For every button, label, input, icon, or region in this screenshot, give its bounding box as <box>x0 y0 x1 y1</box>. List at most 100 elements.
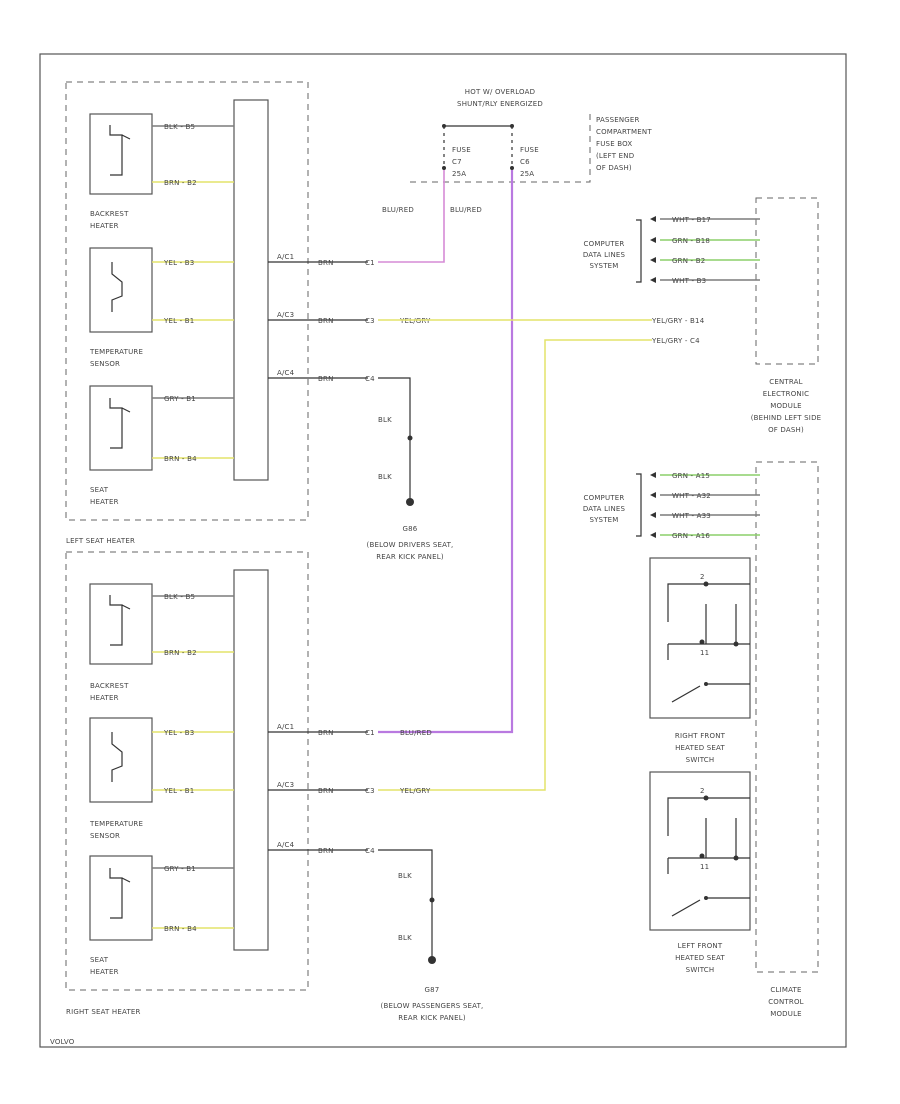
right-conn3-pins: A/C4 <box>277 841 295 849</box>
right-seat-heater-element-icon <box>109 868 131 919</box>
left-backrest-heater-element-icon <box>109 125 131 176</box>
right-seat-pin1: GRY - B1 <box>164 865 196 873</box>
cem-pin2-arrow-icon <box>650 237 656 243</box>
cem-pin1: WHT - B17 <box>672 216 711 224</box>
ccm-pin3-arrow-icon <box>650 512 656 518</box>
left-seat-heater-box <box>89 385 153 471</box>
cem-pin3: GRN - B2 <box>672 257 705 265</box>
left-temp-label1: TEMPERATURE <box>89 348 143 356</box>
left-seat-label1: SEAT <box>90 486 109 494</box>
cem-label-1: CENTRAL <box>769 378 803 386</box>
right-seat-boundary <box>65 551 309 991</box>
ground-g86-splice-icon <box>407 435 413 441</box>
left-switch-term-2-icon <box>703 795 709 801</box>
ground-g87-loc2: REAR KICK PANEL) <box>398 1014 466 1022</box>
ccm-data-label-3: SYSTEM <box>589 516 618 524</box>
left-seat-boundary <box>65 81 309 521</box>
left-backrest-pin1: BLK - B5 <box>164 123 195 131</box>
fuse-c6-top-icon <box>510 124 514 128</box>
left-conn3-term: C4 <box>365 375 375 383</box>
ground-g86-id: G86 <box>403 525 418 533</box>
cem-label-5: OF DASH) <box>768 426 804 434</box>
left-conn1-color: BRN <box>318 259 334 267</box>
cem-data-label-2: DATA LINES <box>583 251 626 259</box>
fuse-c7-number: C7 <box>452 158 462 166</box>
ground-g86-wire <box>378 377 411 500</box>
left-seat-heater-element-icon <box>109 398 131 449</box>
right-switch-label-3: SWITCH <box>686 756 715 764</box>
right-conn3-term: C4 <box>365 847 375 855</box>
ccm-label-1: CLIMATE <box>770 986 801 994</box>
ground-g86-wire2: BLK <box>378 473 392 481</box>
right-switch-term-2-icon <box>703 581 709 587</box>
left-switch-contact-dot-icon <box>704 896 708 900</box>
right-temp-sensor-thermistor-icon <box>111 732 123 782</box>
ccm-pin-rows: GRN - A15 WHT - A32 WHT - A33 GRN - A16 <box>650 472 760 540</box>
ccm-data-label-2: DATA LINES <box>583 505 626 513</box>
cem-pin1-arrow-icon <box>650 216 656 222</box>
cem-pin-yel2: YEL/GRY - C4 <box>651 337 700 345</box>
ccm-pin1-arrow-icon <box>650 472 656 478</box>
cem-label-2: ELECTRONIC <box>763 390 809 398</box>
cem-data-label-3: SYSTEM <box>589 262 618 270</box>
ground-g86-wire1: BLK <box>378 416 392 424</box>
left-switch-contact-icon <box>671 899 701 917</box>
ccm-pin3: WHT - A33 <box>672 512 711 520</box>
left-seat-connector-strip <box>233 99 269 481</box>
fuse-box-label-4: (LEFT END <box>596 152 634 160</box>
left-conn2-color: BRN <box>318 317 334 325</box>
right-conn1-wire: BLU/RED <box>400 729 432 737</box>
fuse-box-label-3: FUSE BOX <box>596 140 632 148</box>
left-temp-pin1: YEL - B3 <box>163 259 194 267</box>
left-conn2-pins: A/C3 <box>277 311 294 319</box>
right-backrest-label2: HEATER <box>90 694 119 702</box>
cem-pin2: GRN - B18 <box>672 237 710 245</box>
cem-label-3: MODULE <box>770 402 802 410</box>
left-seat-label2: HEATER <box>90 498 119 506</box>
right-switch-term-11-icon <box>699 639 705 645</box>
ground-g86-icon <box>406 498 414 506</box>
left-front-heated-seat-switch-box <box>649 771 751 931</box>
left-backrest-pin2: BRN - B2 <box>164 179 197 187</box>
ground-g87-icon <box>428 956 436 964</box>
right-conn1-color: BRN <box>318 729 334 737</box>
ccm-boundary <box>755 461 819 973</box>
right-seat-label2: HEATER <box>90 968 119 976</box>
fuse-c7-bottom-icon <box>442 166 446 170</box>
fuse-c6-name: FUSE <box>520 146 539 154</box>
fuse-box: HOT W/ OVERLOAD SHUNT/RLY ENERGIZED FUSE… <box>382 88 652 214</box>
right-conn2-color: BRN <box>318 787 334 795</box>
right-seat-heater-box <box>89 855 153 941</box>
left-backrest-label2: HEATER <box>90 222 119 230</box>
left-conn1-term: C1 <box>365 259 375 267</box>
right-conn2-term: C3 <box>365 787 375 795</box>
cem-data-bracket <box>636 219 642 283</box>
ccm-pin4-arrow-icon <box>650 532 656 538</box>
ground-g87-id: G87 <box>425 986 440 994</box>
cem-pin4-arrow-icon <box>650 277 656 283</box>
left-backrest-heater-box <box>89 113 153 195</box>
left-switch-junction-icon <box>733 855 739 861</box>
ground-g87-loc1: (BELOW PASSENGERS SEAT, <box>381 1002 484 1010</box>
right-backrest-heater-box <box>89 583 153 665</box>
right-switch-junction-icon <box>733 641 739 647</box>
left-conn3-pins: A/C4 <box>277 369 295 377</box>
fuse-c6-wire-label: BLU/RED <box>450 206 482 214</box>
left-switch-term-mid: 11 <box>700 863 709 871</box>
left-switch-term-11-icon <box>699 853 705 859</box>
right-conn2-wire: YEL/GRY <box>399 787 431 795</box>
right-temp-label1: TEMPERATURE <box>89 820 143 828</box>
ground-g87: BLK BLK G87 (BELOW PASSENGERS SEAT, REAR… <box>378 849 484 1022</box>
wire-blu-red-left-seat <box>378 170 445 263</box>
left-conn2-term: C3 <box>365 317 375 325</box>
right-temp-label2: SENSOR <box>90 832 120 840</box>
right-seat-pin2: BRN - B4 <box>164 925 197 933</box>
right-backrest-label1: BACKREST <box>90 682 129 690</box>
left-temp-pin2: YEL - B1 <box>163 317 194 325</box>
right-backrest-pin1: BLK - B5 <box>164 593 195 601</box>
left-temp-sensor-thermistor-icon <box>111 262 123 312</box>
fuse-box-label-2: COMPARTMENT <box>596 128 652 136</box>
fuse-box-boundary <box>410 112 591 183</box>
fuse-box-header1: HOT W/ OVERLOAD <box>465 88 535 96</box>
